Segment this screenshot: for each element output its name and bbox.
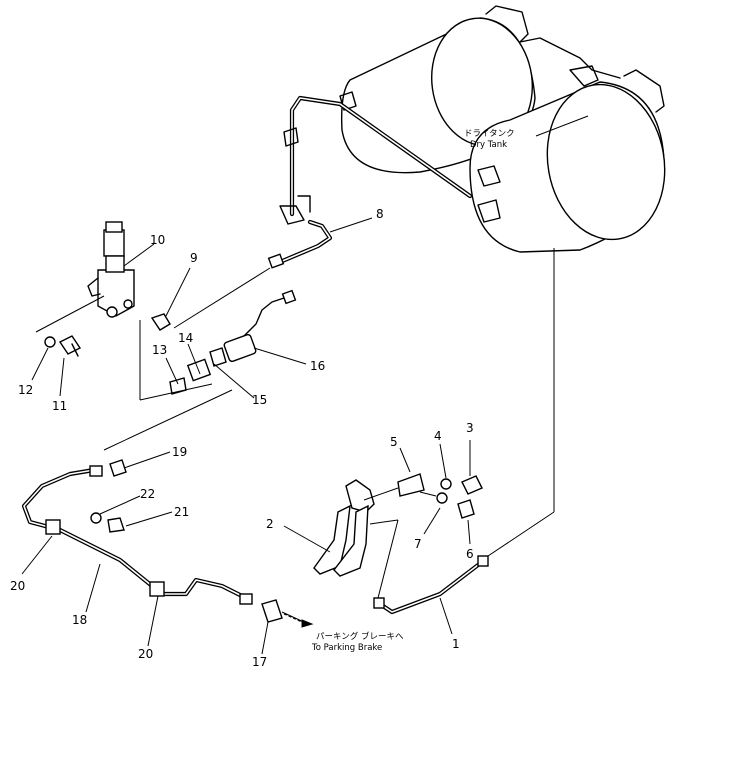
callout-18: 18 — [72, 613, 87, 627]
callout-13: 13 — [152, 343, 167, 357]
fittings-17-19-21-22 — [90, 459, 309, 625]
callout-7: 7 — [414, 537, 422, 551]
callout-2: 2 — [266, 517, 274, 531]
dry-tank-label-en: Dry Tank — [470, 140, 507, 150]
callout-10: 10 — [150, 233, 165, 247]
callout-22: 22 — [140, 487, 155, 501]
callout-8: 8 — [376, 207, 384, 221]
fitting-9 — [150, 267, 191, 331]
callout-11: 11 — [52, 399, 67, 413]
arrow-to-parking-brake — [301, 619, 314, 628]
callout-1: 1 — [452, 637, 460, 651]
leader-lines — [21, 343, 471, 655]
callout-12: 12 — [18, 383, 33, 397]
air-horns-2 — [313, 479, 399, 599]
pipe-8 — [267, 217, 373, 269]
dry-tank-label-jp: ドライタンク — [464, 129, 515, 139]
pipe-1 — [373, 248, 555, 615]
callout-14: 14 — [178, 331, 193, 345]
callout-20b: 20 — [138, 647, 153, 661]
callout-17: 17 — [252, 655, 267, 669]
callout-5: 5 — [390, 435, 398, 449]
parking-brake-label-jp: パーキング ブレーキへ — [316, 631, 404, 642]
sensor-16 — [223, 289, 307, 365]
callout-21: 21 — [174, 505, 189, 519]
callout-19: 19 — [172, 445, 187, 459]
valve-10 — [87, 221, 155, 318]
parking-brake-label-en: To Parking Brake — [311, 643, 382, 653]
bracket-5-bolts — [397, 473, 483, 519]
callout-4: 4 — [434, 429, 442, 443]
assembly-guide-lines — [35, 267, 271, 451]
dry-tank-assembly — [339, 5, 666, 253]
bolt-11-washer-12 — [44, 335, 82, 357]
callout-15: 15 — [252, 393, 267, 407]
callout-6: 6 — [466, 547, 474, 561]
callout-labels: 1 2 3 4 5 6 7 8 9 10 11 12 13 14 15 16 1… — [10, 207, 474, 669]
notes: ドライタンク Dry Tank パーキング ブレーキへ To Parking B… — [283, 129, 515, 653]
pipe-18 — [21, 465, 253, 605]
tank-pipe — [279, 95, 473, 225]
callout-16: 16 — [310, 359, 325, 373]
callout-3: 3 — [466, 421, 474, 435]
callout-20a: 20 — [10, 579, 25, 593]
callout-9: 9 — [190, 251, 198, 265]
